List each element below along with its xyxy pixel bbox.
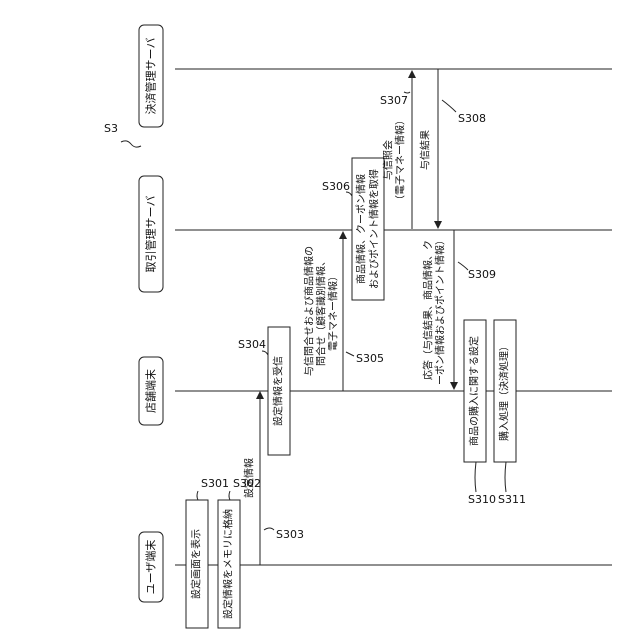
step-s308-id: S308 — [458, 112, 486, 125]
step-s306-id: S306 — [322, 180, 350, 193]
step-s305-line3: 電子マネー情報） — [327, 271, 340, 351]
figure-label-pointer — [121, 141, 141, 147]
step-s305-line1: 与信問合せおよび商品情報の — [303, 246, 316, 376]
step-s301-id: S301 — [201, 477, 229, 490]
step-s304-id: S304 — [238, 338, 266, 351]
step-s306-line2: およびポイント情報を取得 — [368, 169, 381, 289]
actor-transaction-server-label: 取引管理サーバ — [144, 196, 158, 273]
step-s310-pointer — [475, 462, 476, 492]
step-s307-line2: （電子マネー情報） — [394, 115, 407, 205]
step-s307: 与信照会 （電子マネー情報） S307 — [380, 71, 412, 229]
step-s302-text: 設定情報をメモリに格納 — [222, 509, 235, 619]
step-s307-id: S307 — [380, 94, 408, 107]
step-s308-text: 与信結果 — [419, 130, 432, 170]
step-s309-id: S309 — [468, 268, 496, 281]
step-s302: 設定情報をメモリに格納 S302 — [218, 477, 261, 628]
step-s303-text: 設定情報 — [243, 458, 256, 498]
step-s310: 商品の購入に関する設定 S310 — [464, 320, 496, 506]
step-s306-line1: 商品情報、クーポン情報 — [355, 174, 368, 284]
step-s304-pointer — [262, 351, 268, 355]
step-s311-pointer — [505, 462, 506, 492]
step-s301-pointer — [197, 491, 198, 500]
actor-payment-server: 決済管理サーバ — [139, 25, 163, 127]
figure-label: S3 — [104, 122, 118, 135]
step-s309-pointer — [458, 262, 468, 270]
step-s307-line1: 与信照会 — [382, 140, 395, 180]
actor-user-terminal: ユーザ端末 — [139, 532, 163, 602]
step-s303-id: S303 — [276, 528, 304, 541]
step-s311: 購入処理（決済処理） S311 — [494, 320, 526, 506]
step-s303-pointer — [264, 528, 274, 530]
step-s305-line2: 問合せ（顧客識別情報、 — [315, 256, 328, 366]
actor-payment-server-label: 決済管理サーバ — [144, 38, 158, 115]
step-s309-line1: 応答（与信結果、商品情報、ク — [422, 240, 435, 380]
step-s310-text: 商品の購入に関する設定 — [468, 336, 481, 446]
step-s310-id: S310 — [468, 493, 496, 506]
step-s308-pointer — [442, 100, 456, 112]
actor-transaction-server: 取引管理サーバ — [139, 176, 163, 292]
step-s302-pointer — [229, 491, 230, 500]
step-s301-text: 設定画面を表示 — [190, 529, 203, 599]
step-s311-text: 購入処理（決済処理） — [498, 341, 511, 441]
step-s307-pointer — [404, 92, 410, 93]
step-s311-id: S311 — [498, 493, 526, 506]
step-s309-line2: ーポン情報およびポイント情報） — [434, 235, 447, 385]
step-s304-text: 設定情報を受信 — [272, 356, 285, 426]
actor-store-terminal-label: 店舗端末 — [144, 369, 158, 413]
step-s308: 与信結果 S308 — [419, 69, 486, 228]
step-s305-id: S305 — [356, 352, 384, 365]
step-s305-pointer — [346, 352, 354, 356]
actor-user-terminal-label: ユーザ端末 — [144, 540, 158, 595]
actor-store-terminal: 店舗端末 — [139, 357, 163, 425]
